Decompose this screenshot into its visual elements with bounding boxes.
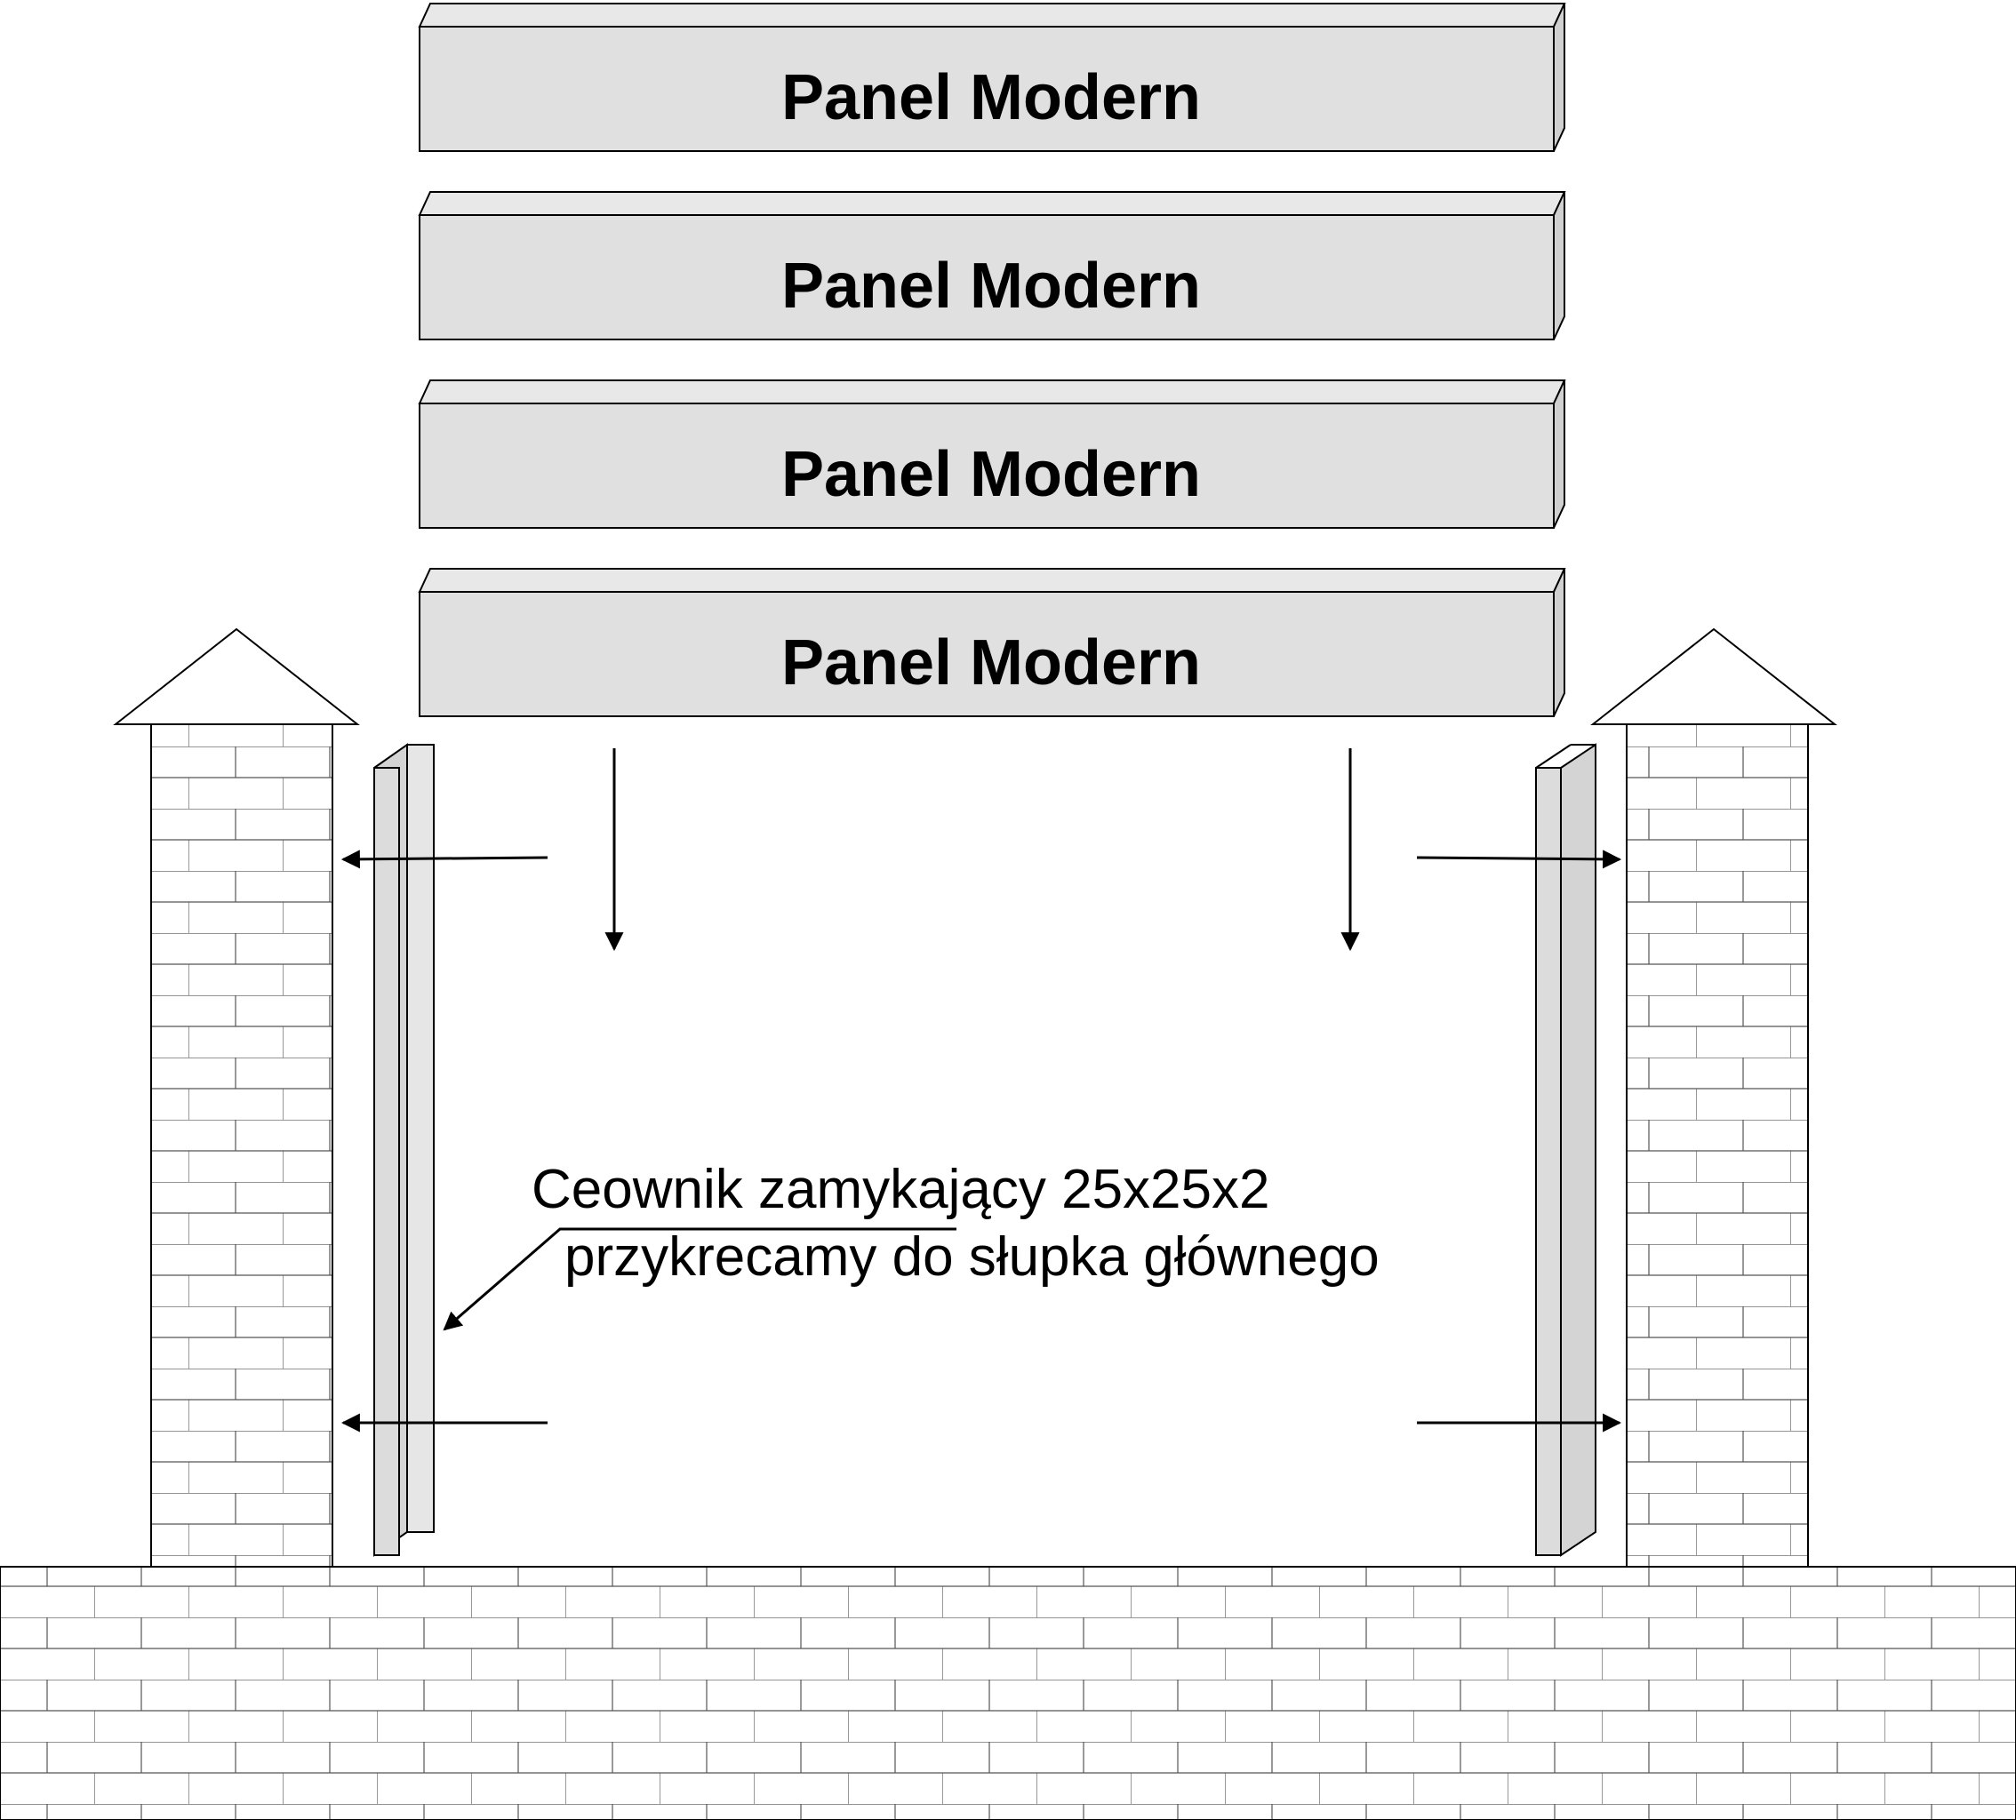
panel-3: Panel Modern xyxy=(418,568,1566,717)
brick-wall xyxy=(0,1566,2016,1820)
panel-2-label: Panel Modern xyxy=(781,439,1201,510)
right-channel-top-edge xyxy=(1535,744,1572,769)
left-closing-channel xyxy=(373,743,435,1557)
panel-0-label: Panel Modern xyxy=(781,62,1201,133)
panel-0: Panel Modern xyxy=(418,3,1566,152)
panel-1-front-face xyxy=(419,214,1555,340)
left-channel-back-flange xyxy=(406,744,435,1533)
panel-3-side-face xyxy=(1553,568,1565,717)
callout-line-2: przykrecamy do słupka głównego xyxy=(564,1226,1380,1288)
left-brick-pillar xyxy=(113,627,360,1568)
channel-callout: Ceownik zamykający 25x25x2 przykrecamy d… xyxy=(443,1159,1380,1331)
left-pillar-body xyxy=(150,723,333,1568)
arrow-right-upper xyxy=(1416,850,1622,869)
right-pillar-body xyxy=(1626,723,1809,1568)
panel-3-front-face xyxy=(419,591,1555,717)
panel-2-side-face xyxy=(1553,379,1565,529)
right-channel-front-flange xyxy=(1535,767,1562,1556)
panel-2-top-face xyxy=(418,379,1566,404)
panel-2: Panel Modern xyxy=(418,379,1566,529)
panel-0-side-face xyxy=(1553,3,1565,152)
panel-1: Panel Modern xyxy=(418,191,1566,340)
panel-1-label: Panel Modern xyxy=(781,251,1201,322)
right-closing-channel xyxy=(1535,743,1596,1557)
left-pillar-cap xyxy=(113,627,360,725)
callout-line-1: Ceownik zamykający 25x25x2 xyxy=(532,1159,1270,1220)
panel-2-front-face xyxy=(419,403,1555,529)
panel-1-top-face xyxy=(418,191,1566,216)
panel-0-top-face xyxy=(418,3,1566,28)
panel-1-side-face xyxy=(1553,191,1565,340)
arrow-left-upper xyxy=(340,850,548,869)
left-channel-front-flange xyxy=(373,767,400,1556)
panel-0-front-face xyxy=(419,26,1555,152)
callout-leader-line xyxy=(443,1227,956,1331)
right-pillar-cap xyxy=(1590,627,1837,725)
right-brick-pillar xyxy=(1590,627,1837,1568)
panel-3-top-face xyxy=(418,568,1566,593)
right-channel-back-flange xyxy=(1560,743,1596,1557)
panel-3-label: Panel Modern xyxy=(781,627,1201,698)
